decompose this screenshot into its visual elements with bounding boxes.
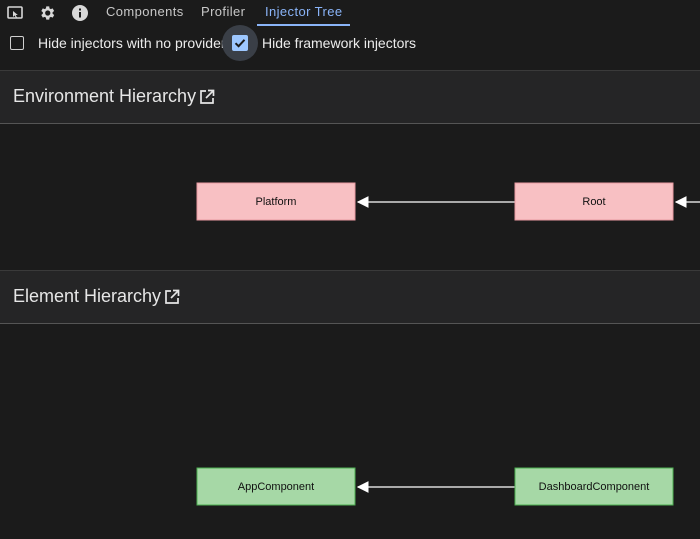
hide-no-providers-label[interactable]: Hide injectors with no providers	[38, 35, 233, 51]
node-appcomponent-box[interactable]	[196, 467, 356, 506]
gear-icon[interactable]	[36, 2, 58, 24]
environment-hierarchy-title: Environment Hierarchy	[13, 86, 197, 106]
check-icon	[234, 39, 246, 48]
element-hierarchy-title: Element Hierarchy	[13, 286, 162, 306]
inspect-element-icon[interactable]	[4, 2, 26, 24]
node-dashboardcomponent-box[interactable]	[514, 467, 674, 506]
environment-graph: Platform Root	[196, 182, 700, 221]
node-platform[interactable]: Platform	[196, 182, 356, 221]
element-graph: AppComponent DashboardComponent	[196, 467, 674, 506]
hide-framework-checkbox[interactable]	[232, 35, 248, 51]
node-appcomponent-label: AppComponent	[238, 481, 314, 493]
hide-framework-label[interactable]: Hide framework injectors	[262, 35, 417, 51]
node-platform-box[interactable]	[196, 182, 356, 221]
element-hierarchy-title-row: Element Hierarchy	[13, 286, 181, 307]
open-in-new-icon[interactable]	[163, 288, 181, 306]
devtools-toolbar: Components Profiler Injector Tree	[0, 0, 700, 26]
node-root-label: Root	[582, 196, 605, 208]
hide-no-providers-checkbox[interactable]	[10, 36, 24, 50]
node-dashboardcomponent[interactable]: DashboardComponent	[514, 467, 674, 506]
open-in-new-icon[interactable]	[198, 88, 216, 106]
environment-hierarchy-title-row: Environment Hierarchy	[13, 86, 216, 107]
element-hierarchy-header: Element Hierarchy	[0, 270, 700, 324]
node-platform-label: Platform	[256, 196, 297, 208]
node-root[interactable]: Root	[514, 182, 674, 221]
environment-hierarchy-header: Environment Hierarchy	[0, 70, 700, 124]
tab-components[interactable]: Components	[106, 4, 184, 19]
tab-injector-tree[interactable]: Injector Tree	[257, 0, 351, 26]
info-icon[interactable]	[69, 2, 91, 24]
node-appcomponent[interactable]: AppComponent	[196, 467, 356, 506]
node-root-box[interactable]	[514, 182, 674, 221]
tab-profiler[interactable]: Profiler	[201, 4, 246, 19]
node-dashboardcomponent-label: DashboardComponent	[539, 481, 650, 493]
